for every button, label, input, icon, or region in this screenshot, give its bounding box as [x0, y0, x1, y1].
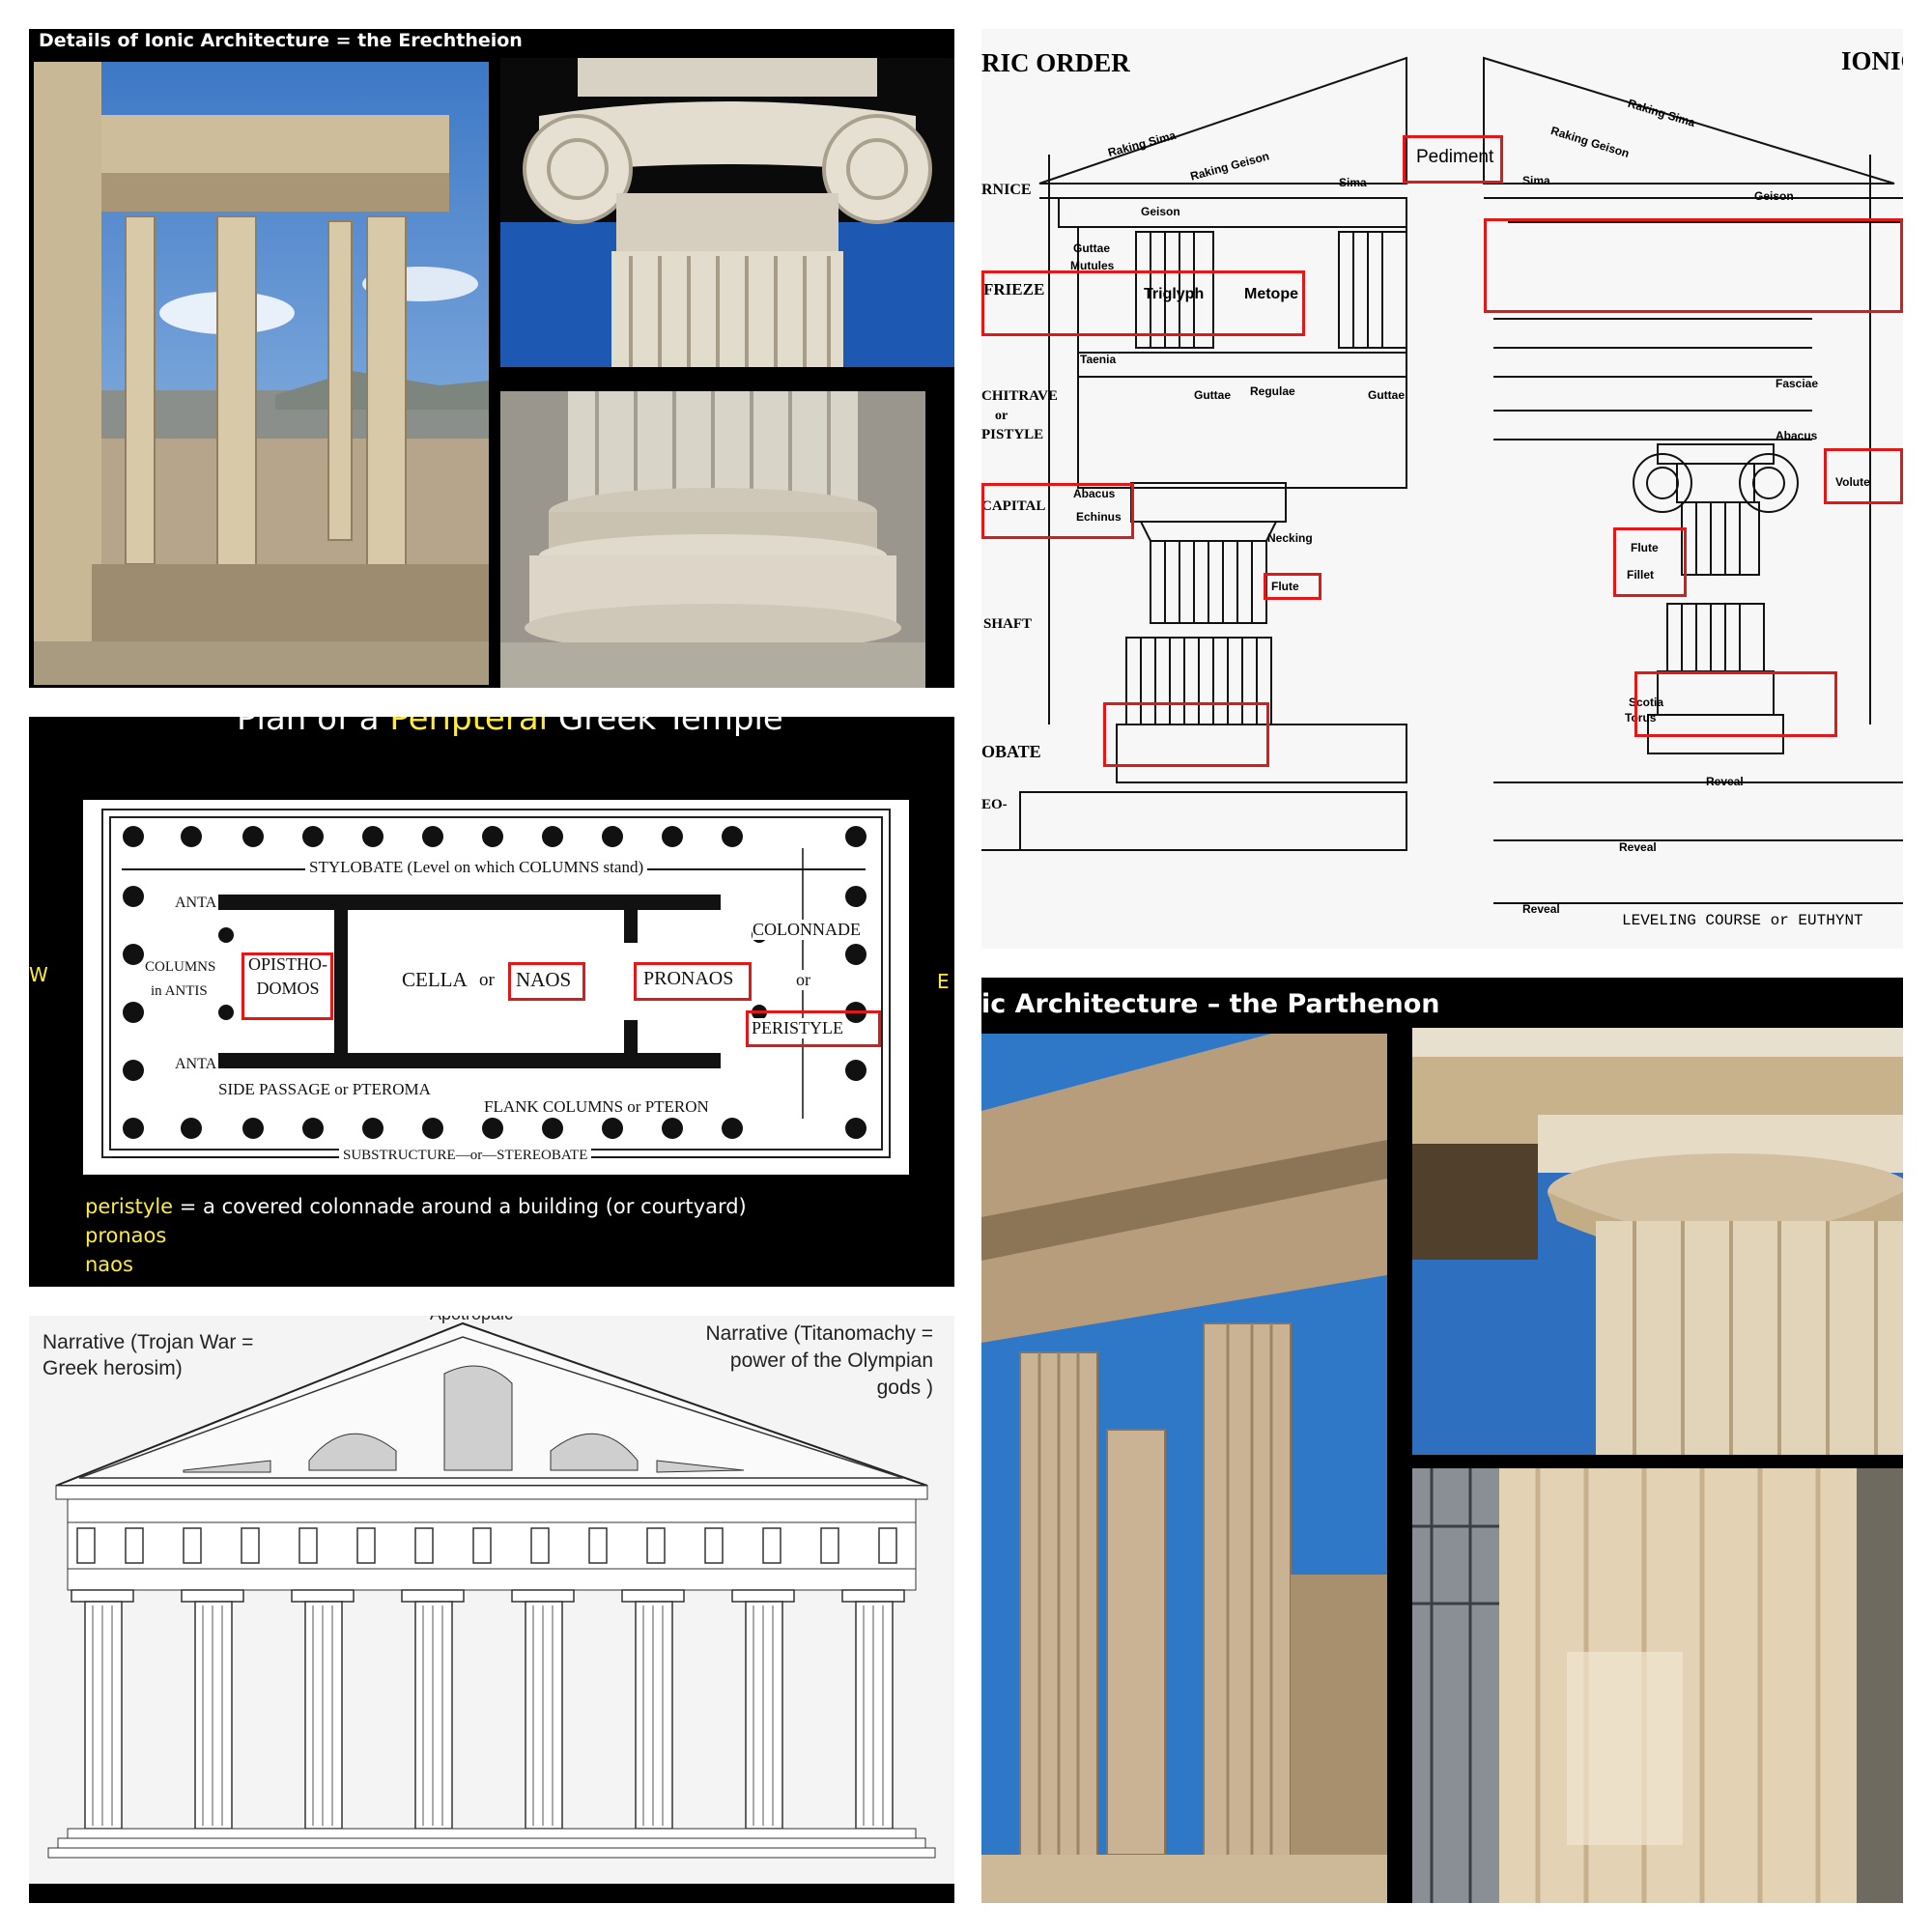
anta-top-label: ANTA [175, 895, 217, 911]
right-narrative-note: Narrative (Titanomachy = power of the Ol… [705, 1322, 933, 1399]
plan-title-highlight: Peripteral [389, 717, 549, 738]
side-passage-label: SIDE PASSAGE or PTEROMA [218, 1080, 431, 1098]
peristyle-highlight [746, 1010, 881, 1047]
ionic-base-photo [500, 391, 925, 688]
torus-label: Torus [1625, 711, 1657, 724]
def-term: peristyle [85, 1195, 174, 1218]
opisthodomos-label-1: OPISTHO- [247, 954, 327, 974]
guttae2-label: Guttae [1194, 388, 1232, 402]
cornice-label: RNICE [981, 182, 1032, 198]
plan-title-post: Greek Temple [548, 717, 783, 738]
geison-left-label: Geison [1141, 205, 1180, 218]
frieze-label: FRIEZE [983, 280, 1045, 298]
left-narrative-note: Narrative (Trojan War = Greek herosim) [43, 1331, 254, 1379]
doric-capital-photo [1412, 1028, 1903, 1455]
capital-highlight [981, 483, 1134, 539]
or-label-1: or [479, 970, 495, 990]
stereo-label: EO- [981, 797, 1008, 812]
guttae-label: Guttae [1073, 242, 1111, 255]
pronaos-highlight [634, 962, 752, 1001]
leveling-course-label: LEVELING COURSE or EUTHYNT [1622, 912, 1863, 929]
architrave-label-1: CHITRAVE [981, 388, 1058, 404]
def-text: = a covered colonnade around a building … [173, 1195, 747, 1218]
reveal-3-label: Reveal [1522, 902, 1560, 916]
ionic-frieze-highlight [1484, 218, 1903, 313]
doric-order-title: RIC ORDER [981, 48, 1130, 77]
pediment-elevation-panel: Narrative (Trojan War = Greek herosim) N… [29, 1316, 954, 1903]
term-pronaos: pronaos [85, 1224, 167, 1247]
flank-columns-label: FLANK COLUMNS or PTERON [484, 1097, 709, 1116]
pediment-highlight [1403, 135, 1503, 184]
taenia-label: Taenia [1080, 353, 1117, 366]
fasciae-label: Fasciae [1776, 377, 1819, 390]
volute-label: Volute [1835, 475, 1870, 489]
temple-plan-diagram: STYLOBATE (Level on which COLUMNS stand)… [83, 800, 909, 1175]
sima-left-label: Sima [1339, 176, 1367, 189]
abacus-right-label: Abacus [1776, 429, 1818, 442]
cella-label: CELLA [402, 968, 468, 991]
stylobate-label: OBATE [981, 742, 1041, 761]
architrave-label-2: or [995, 409, 1009, 423]
opisthodomos-label-2: DOMOS [256, 979, 320, 998]
architrave-label-3: PISTYLE [981, 427, 1044, 442]
parthenon-colonnade-photo [981, 1034, 1387, 1903]
ionic-order-title: IONIC [1841, 46, 1903, 75]
scotia-label: Scotia [1629, 696, 1664, 709]
orders-diagram-panel: RIC ORDER IONIC Raking Sima Raking Geiso… [981, 29, 1903, 949]
flute-label: Flute [1271, 580, 1299, 593]
mutules-label: Mutules [1070, 259, 1115, 272]
erechtheion-porch-photo [34, 62, 489, 685]
flute-highlight [1264, 573, 1321, 600]
geison-right-label: Geison [1754, 189, 1794, 203]
frieze-highlight [981, 270, 1305, 336]
erechtheion-title: Details of Ionic Architecture = the Erec… [39, 30, 523, 51]
stylobate-label: STYLOBATE (Level on which COLUMNS stand) [305, 858, 648, 877]
naos-highlight [508, 962, 585, 1001]
plan-panel: Plan of a Peripteral Greek Temple W E [29, 717, 954, 1287]
plan-title-pre: Plan of a [237, 717, 390, 738]
columns-in-antis-label-1: COLUMNS [145, 959, 216, 975]
anta-bottom-label: ANTA [175, 1056, 217, 1072]
opisthodomos-highlight [242, 952, 333, 1020]
peristyle-label: PERISTYLE [752, 1018, 844, 1038]
flute-fillet-highlight [1613, 527, 1687, 597]
top-cut-note: Apotropaic [430, 1316, 513, 1324]
stylobate-highlight [1103, 702, 1269, 767]
necking-label: Necking [1267, 531, 1313, 545]
plan-title: Plan of a Peripteral Greek Temple [237, 717, 783, 738]
west-label: W [29, 963, 48, 986]
erechtheion-panel: Details of Ionic Architecture = the Erec… [29, 29, 954, 688]
parthenon-title: ic Architecture – the Parthenon [981, 989, 1440, 1019]
base-highlight [1634, 671, 1837, 737]
triglyph-label: Triglyph [1144, 286, 1205, 302]
pronaos-label: PRONAOS [643, 968, 734, 989]
reveal-1-label: Reveal [1706, 775, 1744, 788]
guttae3-label: Guttae [1368, 388, 1406, 402]
substructure-label: SUBSTRUCTURE—or—STEREOBATE [339, 1148, 592, 1164]
east-label: E [937, 970, 950, 993]
naos-label: NAOS [516, 968, 572, 991]
regulae-label: Regulae [1250, 384, 1295, 398]
echinus-label: Echinus [1076, 510, 1122, 524]
volute-highlight [1824, 448, 1903, 504]
peristyle-definition: peristyle = a covered colonnade around a… [85, 1195, 747, 1218]
doric-shaft-photo [1412, 1468, 1903, 1903]
ionic-capital-photo [500, 58, 954, 367]
metope-label: Metope [1244, 286, 1298, 302]
or-label-2: or [796, 970, 810, 990]
flute-right-label: Flute [1631, 541, 1659, 554]
columns-in-antis-label-2: in ANTIS [151, 983, 208, 999]
fillet-label: Fillet [1627, 568, 1655, 582]
pediment-label: Pediment [1416, 147, 1494, 167]
term-naos: naos [85, 1253, 133, 1276]
sima-right-label: Sima [1522, 174, 1550, 187]
abacus-label: Abacus [1073, 487, 1116, 500]
parthenon-panel: ic Architecture – the Parthenon [981, 978, 1903, 1903]
capital-label: CAPITAL [981, 498, 1046, 514]
colonnade-label: COLONNADE [753, 920, 861, 940]
shaft-label: SHAFT [983, 616, 1033, 632]
reveal-2-label: Reveal [1619, 840, 1657, 854]
